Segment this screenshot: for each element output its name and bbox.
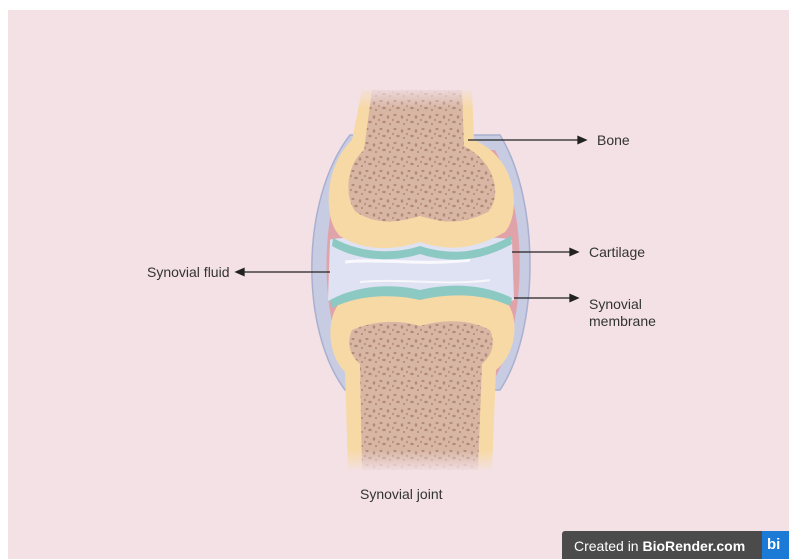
label-synovial-fluid: Synovial fluid (147, 264, 230, 281)
label-synovial-membrane-line1: Synovial (589, 296, 656, 313)
label-synovial-membrane-line2: membrane (589, 313, 656, 330)
biorender-watermark[interactable]: Created in BioRender.com bi (562, 531, 789, 559)
label-synovial-membrane: Synovial membrane (589, 296, 656, 330)
upper-bone-marrow (348, 90, 495, 222)
label-bone: Bone (597, 132, 630, 149)
diagram-caption: Synovial joint (360, 486, 443, 503)
watermark-text: Created in BioRender.com (574, 538, 745, 554)
watermark-brand: BioRender.com (642, 538, 745, 554)
watermark-prefix: Created in (574, 538, 642, 554)
biorender-logo-icon: bi (762, 531, 789, 559)
label-cartilage: Cartilage (589, 244, 645, 261)
lower-bone-marrow (349, 321, 493, 470)
